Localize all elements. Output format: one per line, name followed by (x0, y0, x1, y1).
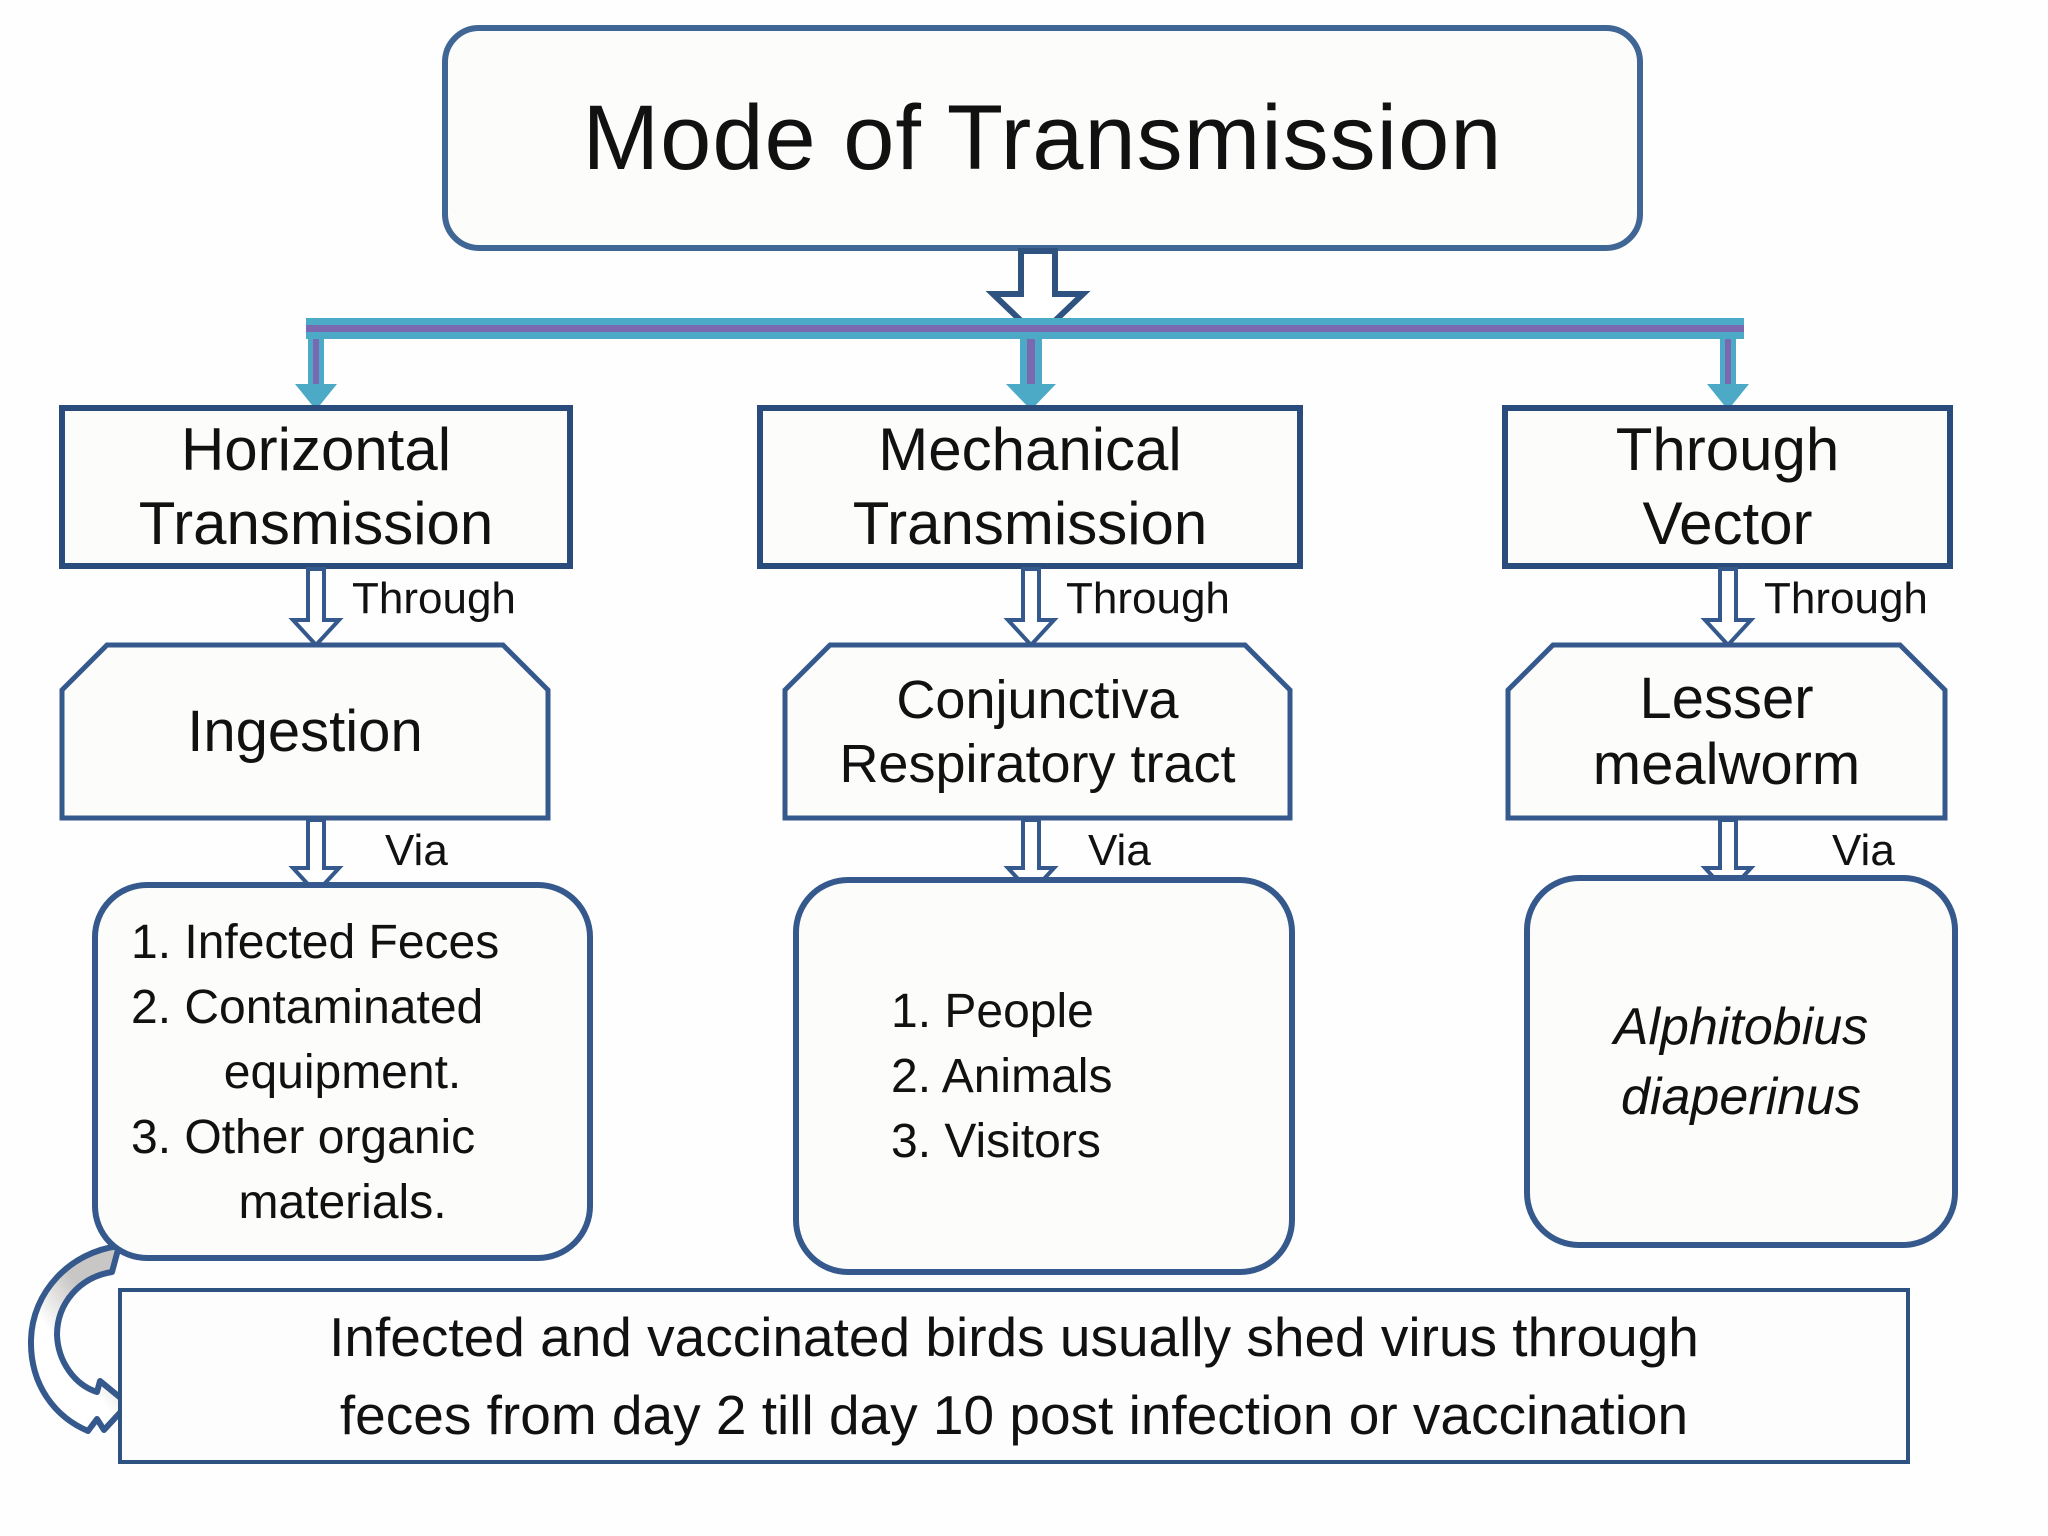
list-item-line: 1. Infected Feces (131, 916, 500, 969)
via-label-left: Via (385, 826, 448, 875)
list-item-line: materials. (238, 1176, 447, 1229)
list-item-line: equipment. (223, 1046, 462, 1099)
node-box-conjunctiva (782, 642, 1293, 821)
drop-arrow-left (295, 339, 337, 410)
drop-arrow-center-stripe (1027, 339, 1035, 386)
curved-arrow-to-note (27, 1243, 131, 1434)
node-box-ingestion (59, 642, 551, 821)
leaf-list-mechanical-carriers: 1. People 2. Animals 3. Visitors (796, 893, 1292, 1259)
leaf-box-mechanical-list (793, 877, 1295, 1275)
through-arrow-center (1003, 567, 1059, 648)
via-label-center: Via (1088, 826, 1151, 875)
page-title: Mode of Transmission (582, 86, 1503, 189)
branch-box-horizontal-transmission (59, 405, 573, 569)
branch-box-mechanical-transmission (757, 405, 1303, 569)
drop-arrow-left-stripe (313, 339, 319, 386)
list-item-line: 3. Visitors (891, 1114, 1101, 1168)
via-label-right: Via (1832, 826, 1895, 875)
drop-arrow-right-head (1707, 384, 1749, 410)
list-item-line: 1. People (891, 984, 1094, 1038)
list-item-line: 2. Animals (891, 1049, 1113, 1103)
title-down-arrow (985, 248, 1091, 342)
node-label-ingestion: Ingestion (187, 698, 423, 764)
node-label-lesser-mealworm: Lesser mealworm (1592, 665, 1861, 797)
drop-arrow-right (1707, 339, 1749, 410)
drop-arrow-left-head (295, 384, 337, 410)
list-item-line: diaperinus (1621, 1067, 1861, 1126)
node-box-lesser-mealworm (1505, 642, 1948, 821)
through-label-left: Through (352, 574, 516, 623)
node-label-conjunctiva: Conjunctiva Respiratory tract (839, 669, 1236, 794)
connector-line-purple-stripe (306, 325, 1744, 332)
via-arrow-left (288, 818, 344, 896)
through-label-right: Through (1764, 574, 1928, 623)
leaf-box-ingestion-list (92, 882, 593, 1261)
branch-label-mechanical-transmission: Mechanical Transmission (852, 416, 1208, 557)
branch-box-through-vector (1502, 405, 1953, 569)
note-text: Infected and vaccinated birds usually sh… (329, 1306, 1699, 1446)
through-label-center: Through (1066, 574, 1230, 623)
through-arrow-left (288, 567, 344, 648)
note-box (118, 1288, 1910, 1464)
branch-label-through-vector: Through Vector (1615, 416, 1840, 557)
leaf-label-alphitobius-diaperinus: Alphitobius diaperinus (1527, 885, 1955, 1238)
through-arrow-right (1700, 567, 1756, 648)
drop-arrow-right-stripe (1725, 339, 1731, 386)
leaf-list-ingestion-sources: 1. Infected Feces 2. Contaminated equipmen… (95, 900, 590, 1245)
list-item-line: 3. Other organic (131, 1111, 476, 1164)
drop-arrow-center (1006, 339, 1056, 410)
leaf-box-vector-species (1524, 875, 1958, 1248)
branch-label-horizontal-transmission: Horizontal Transmission (138, 416, 494, 557)
list-item-line: 2. Contaminated (131, 981, 484, 1034)
drop-arrow-center-head (1006, 384, 1056, 410)
list-item-line: Alphitobius (1613, 997, 1869, 1056)
